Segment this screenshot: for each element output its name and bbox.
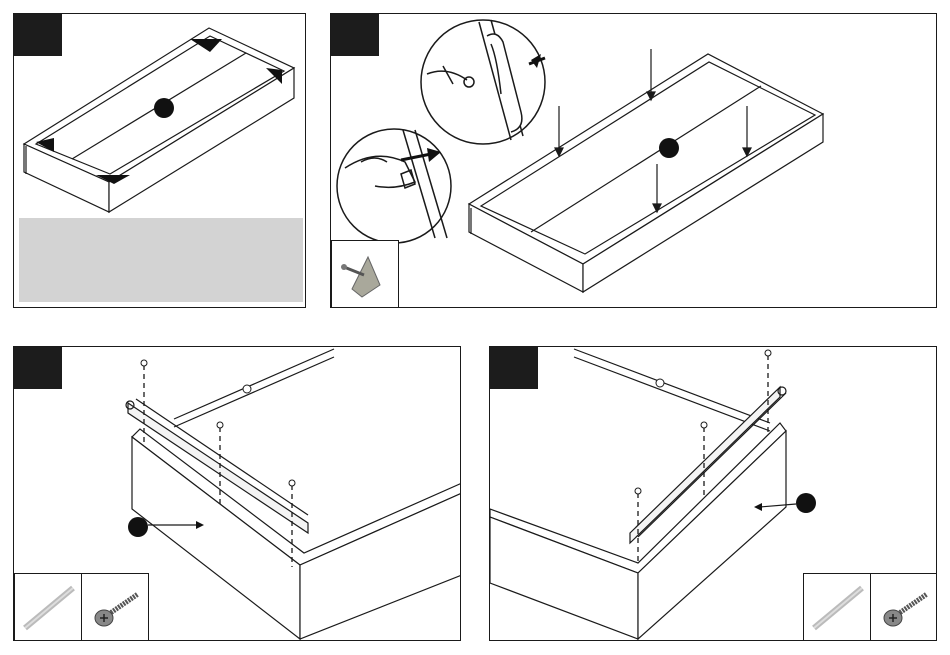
step-panel-2 — [330, 13, 937, 308]
part-callout-dot — [659, 138, 679, 158]
step-panel-1 — [13, 13, 306, 308]
corner-bracket-part-icon — [332, 241, 400, 308]
note-box — [19, 218, 303, 302]
screw-icon — [141, 360, 147, 366]
part-inset-runner — [803, 573, 871, 641]
step-panel-3 — [13, 346, 461, 641]
part-inset-screw — [81, 573, 149, 641]
part-callout-dot — [154, 98, 174, 118]
runner-part-icon — [804, 574, 872, 641]
drawer-box-illustration — [331, 14, 937, 308]
magnifier-detail — [337, 129, 451, 243]
screw-icon — [635, 488, 641, 494]
screw-part-icon — [82, 574, 150, 641]
magnifier-detail — [421, 20, 545, 144]
screw-part-icon — [871, 574, 937, 641]
screw-icon — [289, 480, 295, 486]
runner-part-icon — [15, 574, 83, 641]
part-inset — [331, 240, 399, 308]
screw-icon — [701, 422, 707, 428]
part-callout-dot — [796, 493, 816, 513]
screw-icon — [765, 350, 771, 356]
part-inset-runner — [14, 573, 82, 641]
step-panel-4 — [489, 346, 937, 641]
part-callout-dot — [128, 517, 148, 537]
part-inset-screw — [870, 573, 937, 641]
screw-icon — [217, 422, 223, 428]
